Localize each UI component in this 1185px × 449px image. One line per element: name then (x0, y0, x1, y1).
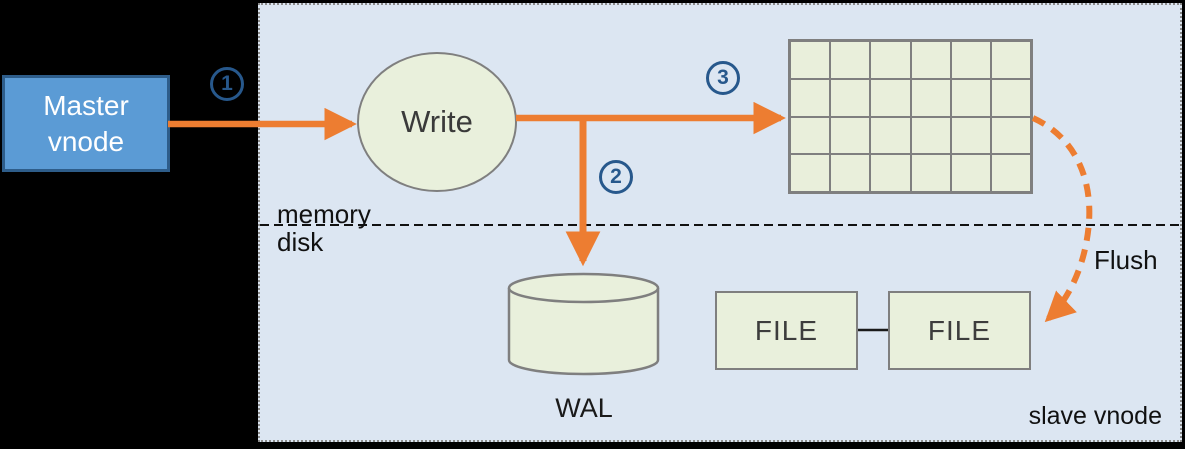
master-vnode-label-line1: Master (43, 89, 129, 121)
memtable-cell (990, 41, 1031, 79)
memtable-cell (870, 154, 911, 192)
memtable-cell (910, 78, 951, 117)
file-box-2-label: FILE (927, 314, 992, 346)
memtable-cell (790, 154, 831, 192)
write-node: Write (357, 52, 517, 192)
step-3-badge: 3 (706, 61, 740, 95)
memtable-cell (950, 116, 991, 155)
master-vnode-box: Master vnode (2, 75, 170, 172)
memtable-cell (990, 78, 1031, 117)
step-1-badge: 1 (210, 67, 244, 101)
memtable-cell (830, 78, 871, 117)
memtable-cell (830, 41, 871, 79)
file-box-2: FILE (888, 291, 1031, 370)
memtable-cell (790, 41, 831, 79)
wal-label: WAL (555, 393, 613, 423)
memtable-cell (910, 116, 951, 155)
memtable-cell (830, 116, 871, 155)
memtable-cell (790, 116, 831, 155)
step-3-number: 3 (717, 66, 729, 89)
disk-label: disk (277, 227, 324, 257)
memtable-cell (870, 116, 911, 155)
memtable-cell (910, 41, 951, 79)
flush-label: Flush (1094, 245, 1158, 275)
memory-label: memory (277, 199, 371, 229)
memtable-cell (870, 78, 911, 117)
step-2-number: 2 (610, 165, 622, 188)
file-box-1-label: FILE (754, 314, 819, 346)
master-vnode-label-line2: vnode (47, 125, 125, 157)
memtable-cell (950, 78, 991, 117)
memtable-cell (790, 78, 831, 117)
step-2-badge: 2 (599, 160, 633, 194)
step-1-number: 1 (221, 72, 233, 95)
memtable-cell (830, 154, 871, 192)
memtable-cell (990, 116, 1031, 155)
memtable-cell (950, 154, 991, 192)
slave-vnode-label: slave vnode (1028, 402, 1162, 430)
memtable-cell (910, 154, 951, 192)
write-node-label: Write (401, 104, 473, 139)
memtable-grid (788, 39, 1033, 194)
memtable-cell (990, 154, 1031, 192)
file-box-1: FILE (715, 291, 858, 370)
memtable-cell (870, 41, 911, 79)
memtable-cell (950, 41, 991, 79)
